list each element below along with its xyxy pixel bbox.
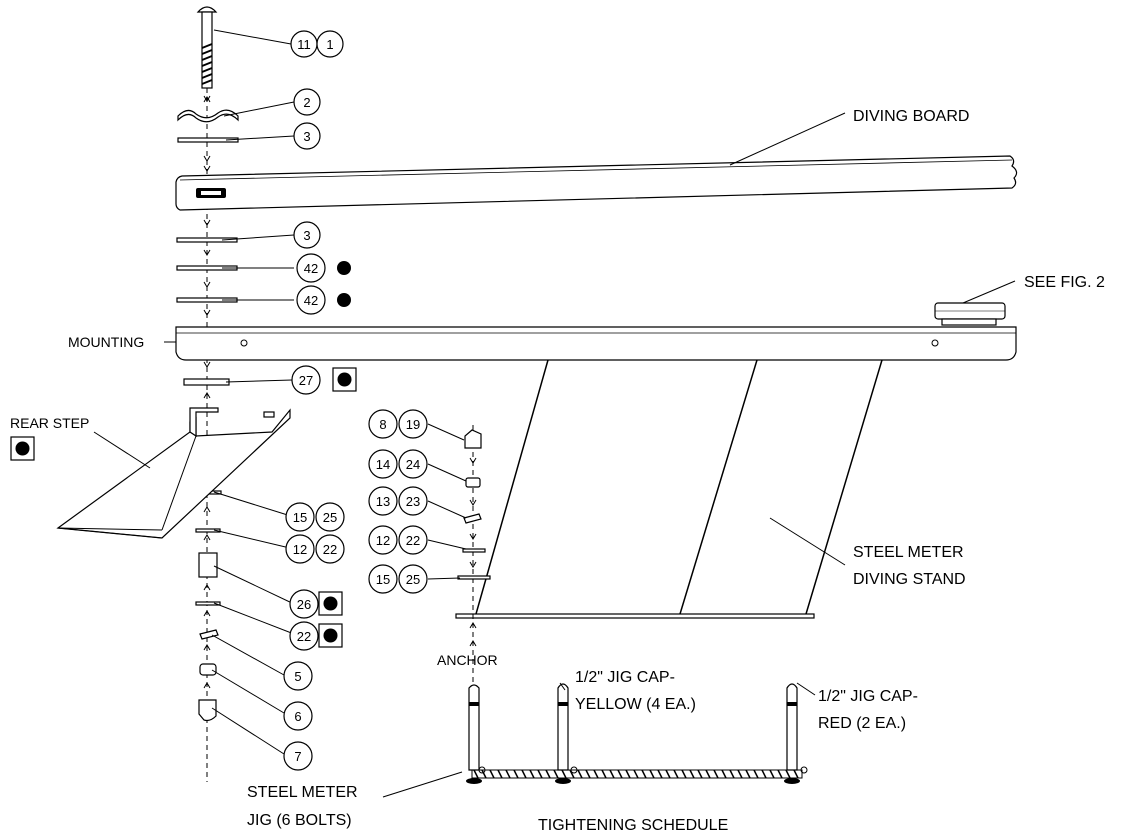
rear-step-symbol — [10, 436, 35, 461]
diving-board — [175, 155, 1018, 211]
callout-text: 8 — [379, 417, 386, 432]
callout-text: 22 — [323, 542, 337, 557]
washer-27 — [183, 378, 230, 386]
callout-text: 2 — [303, 95, 310, 110]
callout-3-bottom: 3 — [293, 221, 321, 249]
nut-14 — [465, 477, 481, 488]
label-cap-yellow-line2: YELLOW (4 EA.) — [575, 696, 696, 713]
cap-8 — [464, 429, 482, 449]
flat-washer-top — [177, 137, 239, 143]
callout-14-24: 14 24 — [368, 449, 428, 479]
callout-27: 27 — [291, 365, 357, 395]
callout-text: 25 — [406, 572, 420, 587]
washer-12-right — [462, 548, 486, 553]
nut-6 — [199, 663, 217, 676]
callout-text: 13 — [376, 494, 390, 509]
label-cap-yellow-line1: 1/2" JIG CAP- — [575, 669, 675, 686]
callout-text: 15 — [293, 510, 307, 525]
callout-text: 22 — [297, 629, 311, 644]
callout-2: 2 — [293, 88, 321, 116]
callout-text: 14 — [376, 457, 390, 472]
washer-22 — [195, 601, 221, 606]
filled-circle-icon — [337, 261, 351, 275]
label-tightening-schedule: TIGHTENING SCHEDULE — [538, 817, 728, 834]
callout-42-b: 42 — [296, 285, 351, 315]
callout-text: 12 — [376, 533, 390, 548]
wavy-washer — [177, 109, 239, 123]
callout-7: 7 — [283, 741, 313, 771]
washer-15-right — [457, 575, 491, 580]
callout-bubbles: 11 1 2 3 3 42 42 27 15 25 12 22 26 — [10, 30, 428, 771]
callout-text: 27 — [299, 373, 313, 388]
callout-text: 26 — [297, 597, 311, 612]
mounting-rail — [175, 326, 1017, 361]
callout-11-1: 11 1 — [290, 30, 344, 58]
stand-base-plate — [455, 613, 815, 619]
steel-meter-jig — [466, 683, 808, 784]
callout-text: 5 — [294, 669, 301, 684]
filled-circle-icon — [337, 293, 351, 307]
right-fastener-stack — [457, 425, 491, 682]
label-stand-line1: STEEL METER — [853, 544, 964, 561]
steel-stand — [455, 359, 883, 619]
carriage-bolt — [196, 6, 218, 89]
callout-5: 5 — [283, 661, 313, 691]
jig-bolt-3 — [786, 683, 798, 771]
rear-step — [56, 407, 291, 539]
callout-text: 3 — [303, 129, 310, 144]
lock-washer-13 — [463, 513, 482, 524]
callout-13-23: 13 23 — [368, 486, 428, 516]
label-jig-line1: STEEL METER — [247, 784, 358, 801]
callout-12-22-right: 12 22 — [368, 525, 428, 555]
callout-text: 11 — [297, 37, 311, 52]
callout-text: 12 — [293, 542, 307, 557]
callout-42-a: 42 — [296, 253, 351, 283]
callout-15-25-right: 15 25 — [368, 564, 428, 594]
callout-text: 7 — [294, 749, 301, 764]
left-fastener-stack — [176, 6, 239, 782]
callout-text: 19 — [406, 417, 420, 432]
label-anchor: ANCHOR — [437, 652, 498, 668]
callout-8-19: 8 19 — [368, 409, 428, 439]
label-jig-line2: JIG (6 BOLTS) — [247, 812, 352, 829]
label-diving-board: DIVING BOARD — [853, 108, 969, 125]
callout-3-top: 3 — [293, 122, 321, 150]
fulcrum-block — [934, 302, 1006, 326]
flat-washer-3 — [176, 237, 238, 243]
callout-text: 3 — [303, 228, 310, 243]
jig-bolt-2 — [557, 683, 569, 771]
callout-text: 42 — [304, 261, 318, 276]
callout-text: 1 — [326, 37, 333, 52]
lock-washer-5 — [199, 629, 219, 640]
label-cap-red-line2: RED (2 EA.) — [818, 715, 906, 732]
label-rear-step: REAR STEP — [10, 415, 89, 431]
callout-text: 6 — [294, 709, 301, 724]
washer-12 — [195, 528, 221, 533]
callout-26: 26 — [289, 589, 343, 619]
callout-22: 22 — [289, 621, 343, 651]
callout-text: 23 — [406, 494, 420, 509]
label-cap-red-line1: 1/2" JIG CAP- — [818, 688, 918, 705]
callout-15-25-left: 15 25 — [285, 502, 345, 532]
spacer-26 — [198, 552, 218, 578]
cap-7 — [198, 699, 217, 722]
leader-lines — [93, 29, 1016, 798]
callout-text: 15 — [376, 572, 390, 587]
callout-text: 22 — [406, 533, 420, 548]
callout-6: 6 — [283, 701, 313, 731]
jig-bolt-1 — [468, 684, 480, 771]
label-see-fig: SEE FIG. 2 — [1024, 274, 1105, 291]
callout-text: 24 — [406, 457, 420, 472]
callout-12-22-left: 12 22 — [285, 534, 345, 564]
label-stand-line2: DIVING STAND — [853, 571, 966, 588]
callout-text: 42 — [304, 293, 318, 308]
label-mounting: MOUNTING — [68, 334, 144, 350]
callout-text: 25 — [323, 510, 337, 525]
text-labels: DIVING BOARD SEE FIG. 2 MOUNTING REAR ST… — [10, 108, 1105, 834]
